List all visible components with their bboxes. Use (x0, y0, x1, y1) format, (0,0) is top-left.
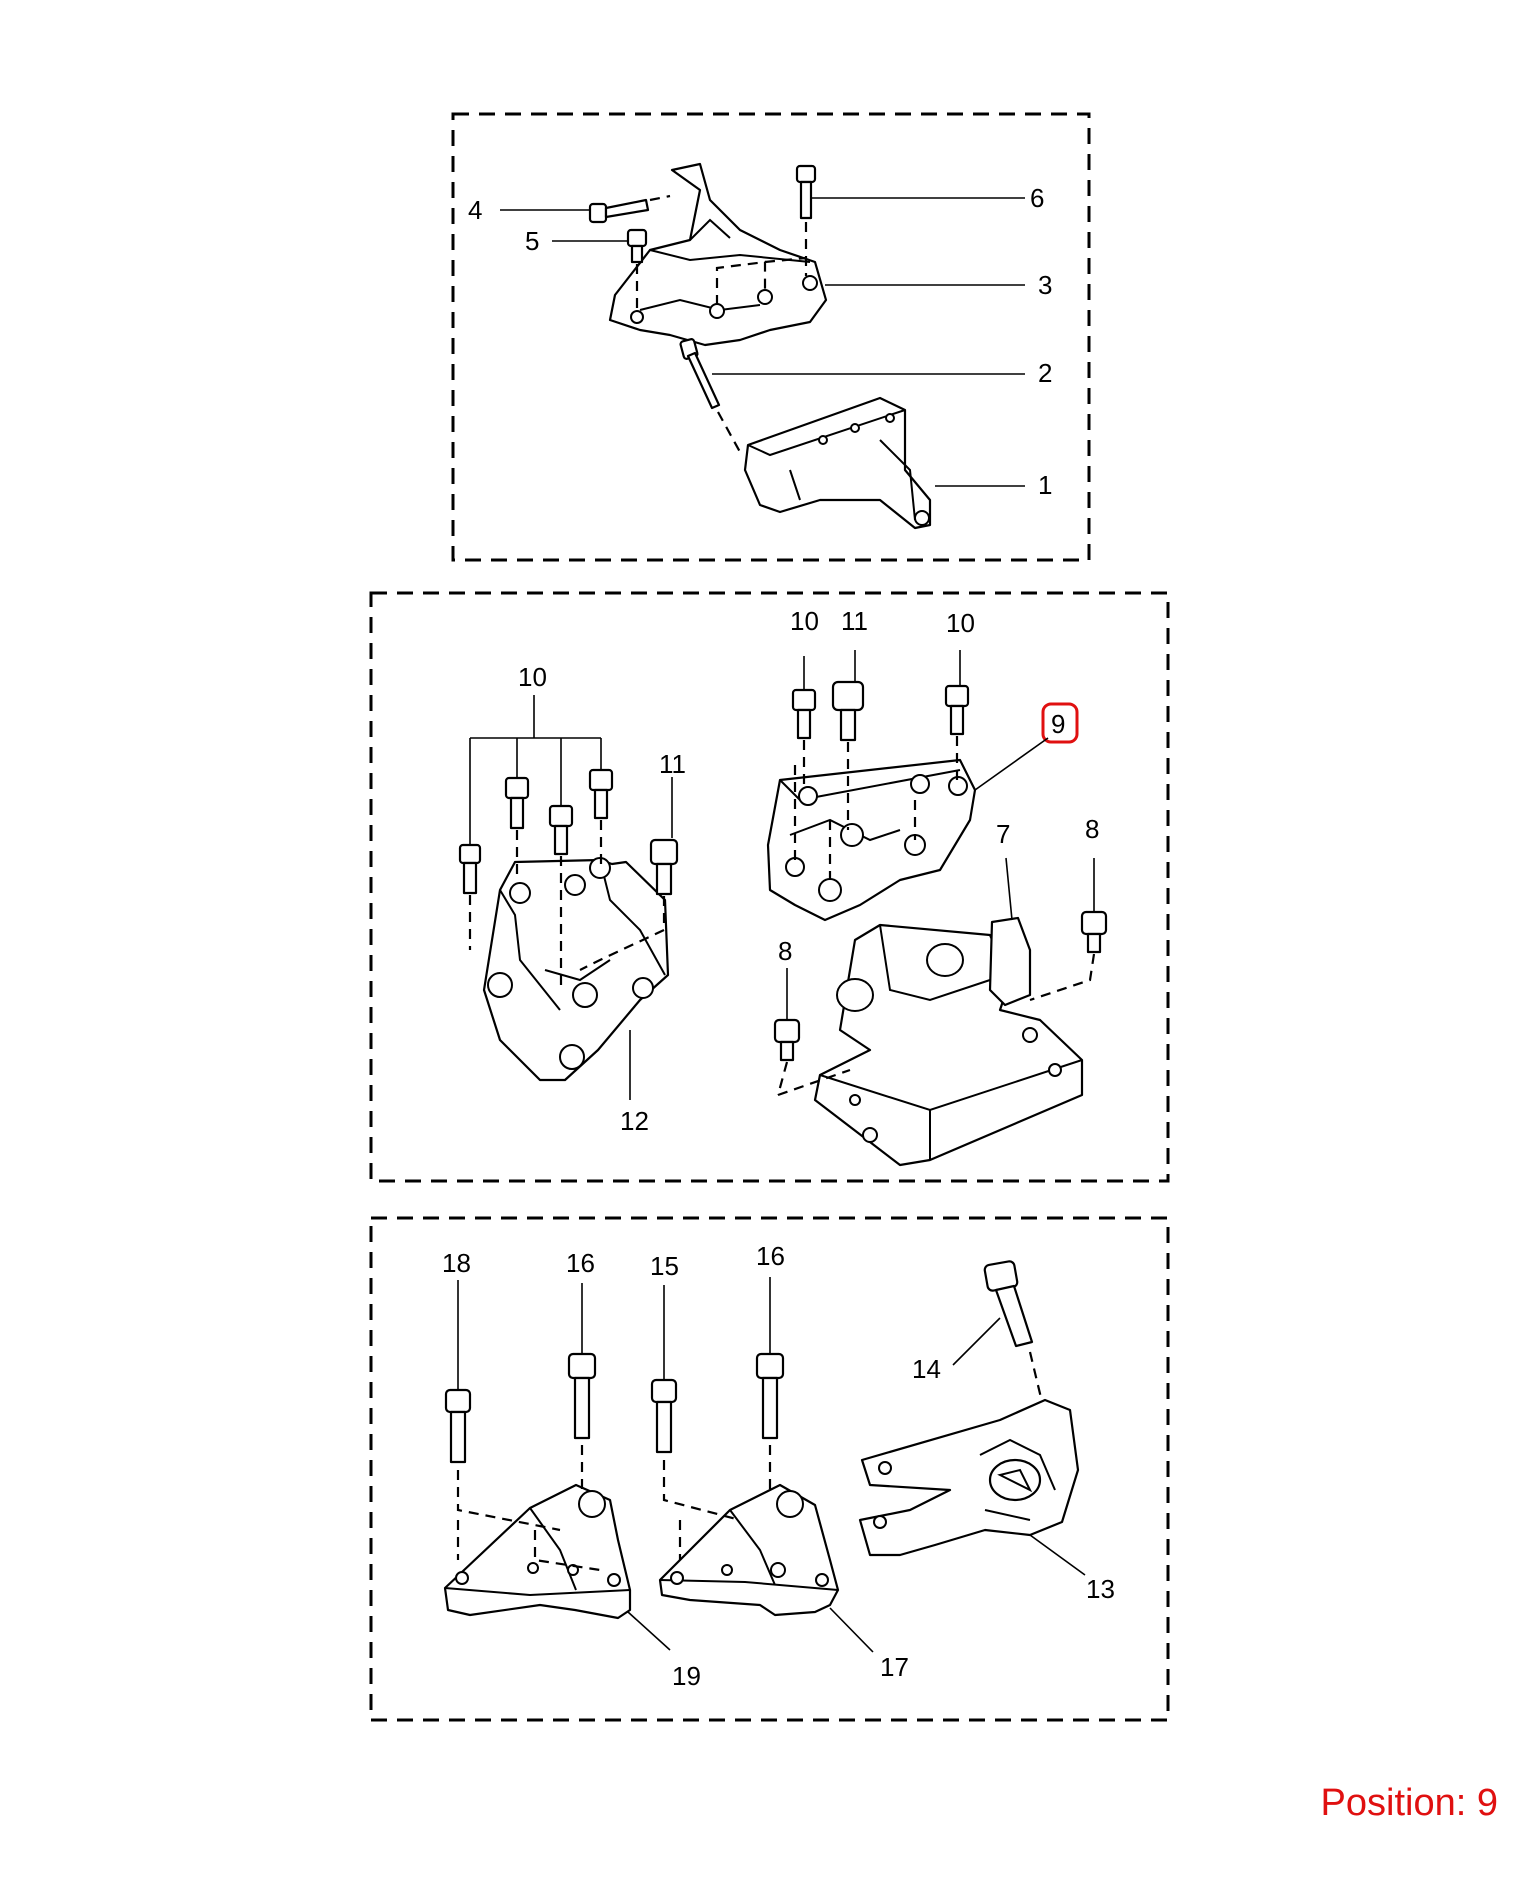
position-label: Position: 9 (1320, 1782, 1498, 1824)
callout-6[interactable]: 6 (1030, 183, 1044, 213)
callout-7[interactable]: 7 (996, 819, 1010, 849)
callout-11-left[interactable]: 11 (659, 749, 686, 779)
callout-10-left[interactable]: 10 (518, 662, 547, 692)
callout-16-right[interactable]: 16 (756, 1241, 785, 1271)
callout-10-right[interactable]: 10 (946, 608, 975, 638)
part-12-bracket[interactable] (482, 857, 670, 1082)
callout-4[interactable]: 4 (468, 195, 482, 225)
part-11-bolt-left[interactable] (649, 838, 679, 896)
callout-3[interactable]: 3 (1038, 270, 1052, 300)
callout-9-highlight (1041, 702, 1079, 744)
part-8-bolt-left[interactable] (773, 1018, 801, 1062)
callout-19[interactable]: 19 (672, 1661, 701, 1691)
part-7-mount[interactable] (813, 916, 1084, 1167)
callout-8-right[interactable]: 8 (1085, 814, 1099, 844)
callout-15[interactable]: 15 (650, 1251, 679, 1281)
part-10-bolt-b[interactable] (504, 776, 530, 830)
callout-1[interactable]: 1 (1038, 470, 1052, 500)
part-14-bolt[interactable] (983, 1260, 1034, 1348)
group-lower-mounts: 13 14 15 16 16 17 18 19 (369, 1216, 1170, 1722)
part-10-bolt-e[interactable] (791, 688, 817, 740)
callout-10-mid[interactable]: 10 (790, 606, 819, 636)
part-5-bolt[interactable] (626, 228, 648, 310)
group-frame-1 (451, 112, 1091, 562)
part-16-bolt-left[interactable] (567, 1352, 597, 1440)
part-10-bolt-f[interactable] (944, 684, 970, 736)
part-10-bolt-a[interactable] (458, 843, 482, 895)
part-4-bolt[interactable] (588, 194, 671, 224)
group-upper-mount: 1 2 3 4 5 6 (451, 112, 1091, 562)
callout-8-left[interactable]: 8 (778, 936, 792, 966)
part-17-bracket[interactable] (658, 1483, 840, 1617)
part-10-bolt-c[interactable] (548, 804, 574, 856)
callout-12[interactable]: 12 (620, 1106, 649, 1136)
part-15-bolt[interactable] (650, 1378, 678, 1454)
callout-11-right[interactable]: 11 (841, 606, 868, 636)
callout-2[interactable]: 2 (1038, 358, 1052, 388)
group-frame-2 (369, 591, 1170, 1183)
part-11-bolt-right[interactable] (831, 680, 865, 742)
part-3-upper-mount[interactable] (608, 162, 828, 347)
part-8-bolt-right[interactable] (1080, 910, 1108, 954)
callout-18[interactable]: 18 (442, 1248, 471, 1278)
callout-5[interactable]: 5 (525, 226, 539, 256)
part-6-bolt[interactable] (795, 164, 817, 276)
part-1-bracket[interactable] (743, 396, 932, 530)
part-19-bracket[interactable] (443, 1483, 632, 1620)
callout-9[interactable]: 9 (1051, 709, 1065, 739)
part-13-torque-rod[interactable] (858, 1398, 1080, 1557)
part-16-bolt-right[interactable] (755, 1352, 785, 1440)
part-2-long-bolt[interactable] (679, 338, 741, 453)
callout-17[interactable]: 17 (880, 1652, 909, 1682)
group-frame-3 (369, 1216, 1170, 1722)
callout-13[interactable]: 13 (1086, 1574, 1115, 1604)
part-18-bolt[interactable] (444, 1388, 472, 1464)
callout-16-left[interactable]: 16 (566, 1248, 595, 1278)
callout-14[interactable]: 14 (912, 1354, 941, 1384)
part-9-bracket[interactable] (766, 758, 977, 922)
part-10-bolt-d[interactable] (588, 768, 614, 820)
group-middle-mounts: 7 8 8 9 10 10 10 11 11 12 (369, 591, 1170, 1183)
